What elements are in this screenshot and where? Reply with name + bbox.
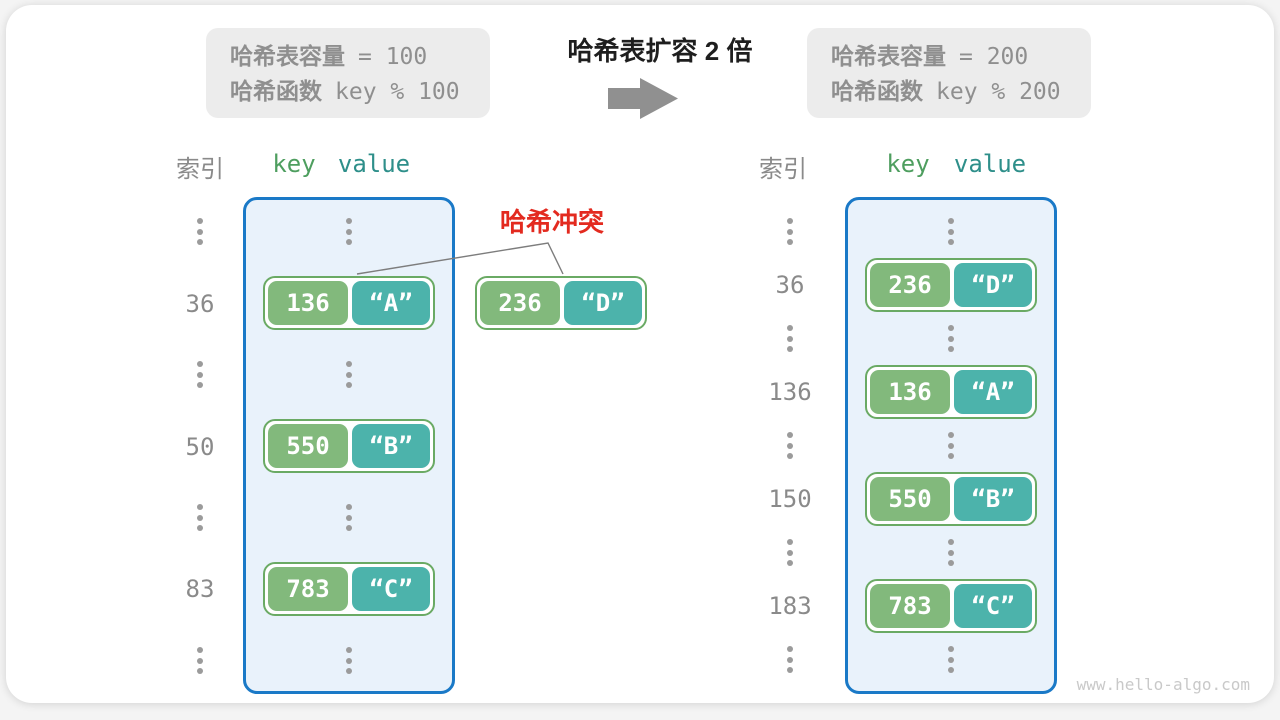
capacity-label: 哈希表容量 — [831, 43, 946, 69]
kv-pair-783-C: 783 “C” — [865, 579, 1037, 633]
kv-pair-136-A: 136 “A” — [263, 276, 435, 330]
left-key-header: key — [272, 150, 316, 178]
capacity-line: 哈希表容量 = 100 — [230, 39, 490, 74]
hash-function-label: 哈希函数 — [831, 78, 923, 104]
index-label: 36 — [775, 271, 805, 299]
ellipsis-icon — [948, 539, 954, 566]
kv-pair-550-B: 550 “B” — [263, 419, 435, 473]
diagram-title: 哈希表扩容 2 倍 — [567, 36, 753, 66]
capacity-label: 哈希表容量 — [230, 43, 345, 69]
kv-pair-236-D: 236 “D” — [865, 258, 1037, 312]
key-cell: 136 — [268, 281, 348, 325]
ellipsis-icon — [948, 646, 954, 673]
kv-pair-236-D-floating: 236 “D” — [475, 276, 647, 330]
ellipsis-icon — [346, 361, 352, 388]
capacity-value: = 100 — [358, 44, 428, 70]
card-background — [6, 5, 1274, 703]
kv-pair-550-B: 550 “B” — [865, 472, 1037, 526]
capacity-box-after: 哈希表容量 = 200 哈希函数 key % 200 — [807, 28, 1091, 118]
key-cell: 136 — [870, 370, 950, 414]
kv-pair-783-C: 783 “C” — [263, 562, 435, 616]
value-cell: “C” — [954, 584, 1032, 628]
index-label: 150 — [768, 485, 812, 513]
right-index-header: 索引 — [759, 156, 807, 183]
collision-label: 哈希冲突 — [499, 207, 604, 237]
value-cell: “D” — [564, 281, 642, 325]
index-label: 183 — [768, 592, 812, 620]
ellipsis-icon — [197, 504, 203, 531]
hash-function-line: 哈希函数 key % 200 — [831, 74, 1091, 109]
capacity-value: = 200 — [959, 44, 1029, 70]
ellipsis-icon — [787, 646, 793, 673]
left-value-header: value — [337, 150, 411, 178]
ellipsis-icon — [948, 432, 954, 459]
key-cell: 550 — [268, 424, 348, 468]
capacity-line: 哈希表容量 = 200 — [831, 39, 1091, 74]
value-cell: “B” — [352, 424, 430, 468]
ellipsis-icon — [787, 539, 793, 566]
ellipsis-icon — [346, 504, 352, 531]
value-cell: “B” — [954, 477, 1032, 521]
value-cell: “A” — [352, 281, 430, 325]
kv-pair-136-A: 136 “A” — [865, 365, 1037, 419]
ellipsis-icon — [948, 218, 954, 245]
hash-function-value: key % 100 — [335, 79, 460, 105]
left-index-header: 索引 — [176, 156, 224, 183]
value-cell: “D” — [954, 263, 1032, 307]
index-label: 50 — [185, 433, 215, 461]
key-cell: 236 — [870, 263, 950, 307]
hash-function-line: 哈希函数 key % 100 — [230, 74, 490, 109]
key-cell: 783 — [268, 567, 348, 611]
ellipsis-icon — [787, 218, 793, 245]
index-label: 136 — [768, 378, 812, 406]
ellipsis-icon — [787, 432, 793, 459]
value-cell: “A” — [954, 370, 1032, 414]
watermark: www.hello-algo.com — [1076, 675, 1250, 694]
ellipsis-icon — [197, 647, 203, 674]
ellipsis-icon — [197, 361, 203, 388]
capacity-box-before: 哈希表容量 = 100 哈希函数 key % 100 — [206, 28, 490, 118]
right-key-header: key — [886, 150, 930, 178]
index-label: 83 — [185, 575, 215, 603]
ellipsis-icon — [346, 647, 352, 674]
ellipsis-icon — [787, 325, 793, 352]
hash-function-label: 哈希函数 — [230, 78, 322, 104]
index-label: 36 — [185, 290, 215, 318]
right-value-header: value — [953, 150, 1027, 178]
key-cell: 783 — [870, 584, 950, 628]
hash-function-value: key % 200 — [936, 79, 1061, 105]
ellipsis-icon — [197, 218, 203, 245]
value-cell: “C” — [352, 567, 430, 611]
key-cell: 550 — [870, 477, 950, 521]
key-cell: 236 — [480, 281, 560, 325]
arrow-right-icon — [608, 78, 678, 119]
ellipsis-icon — [948, 325, 954, 352]
ellipsis-icon — [346, 218, 352, 245]
